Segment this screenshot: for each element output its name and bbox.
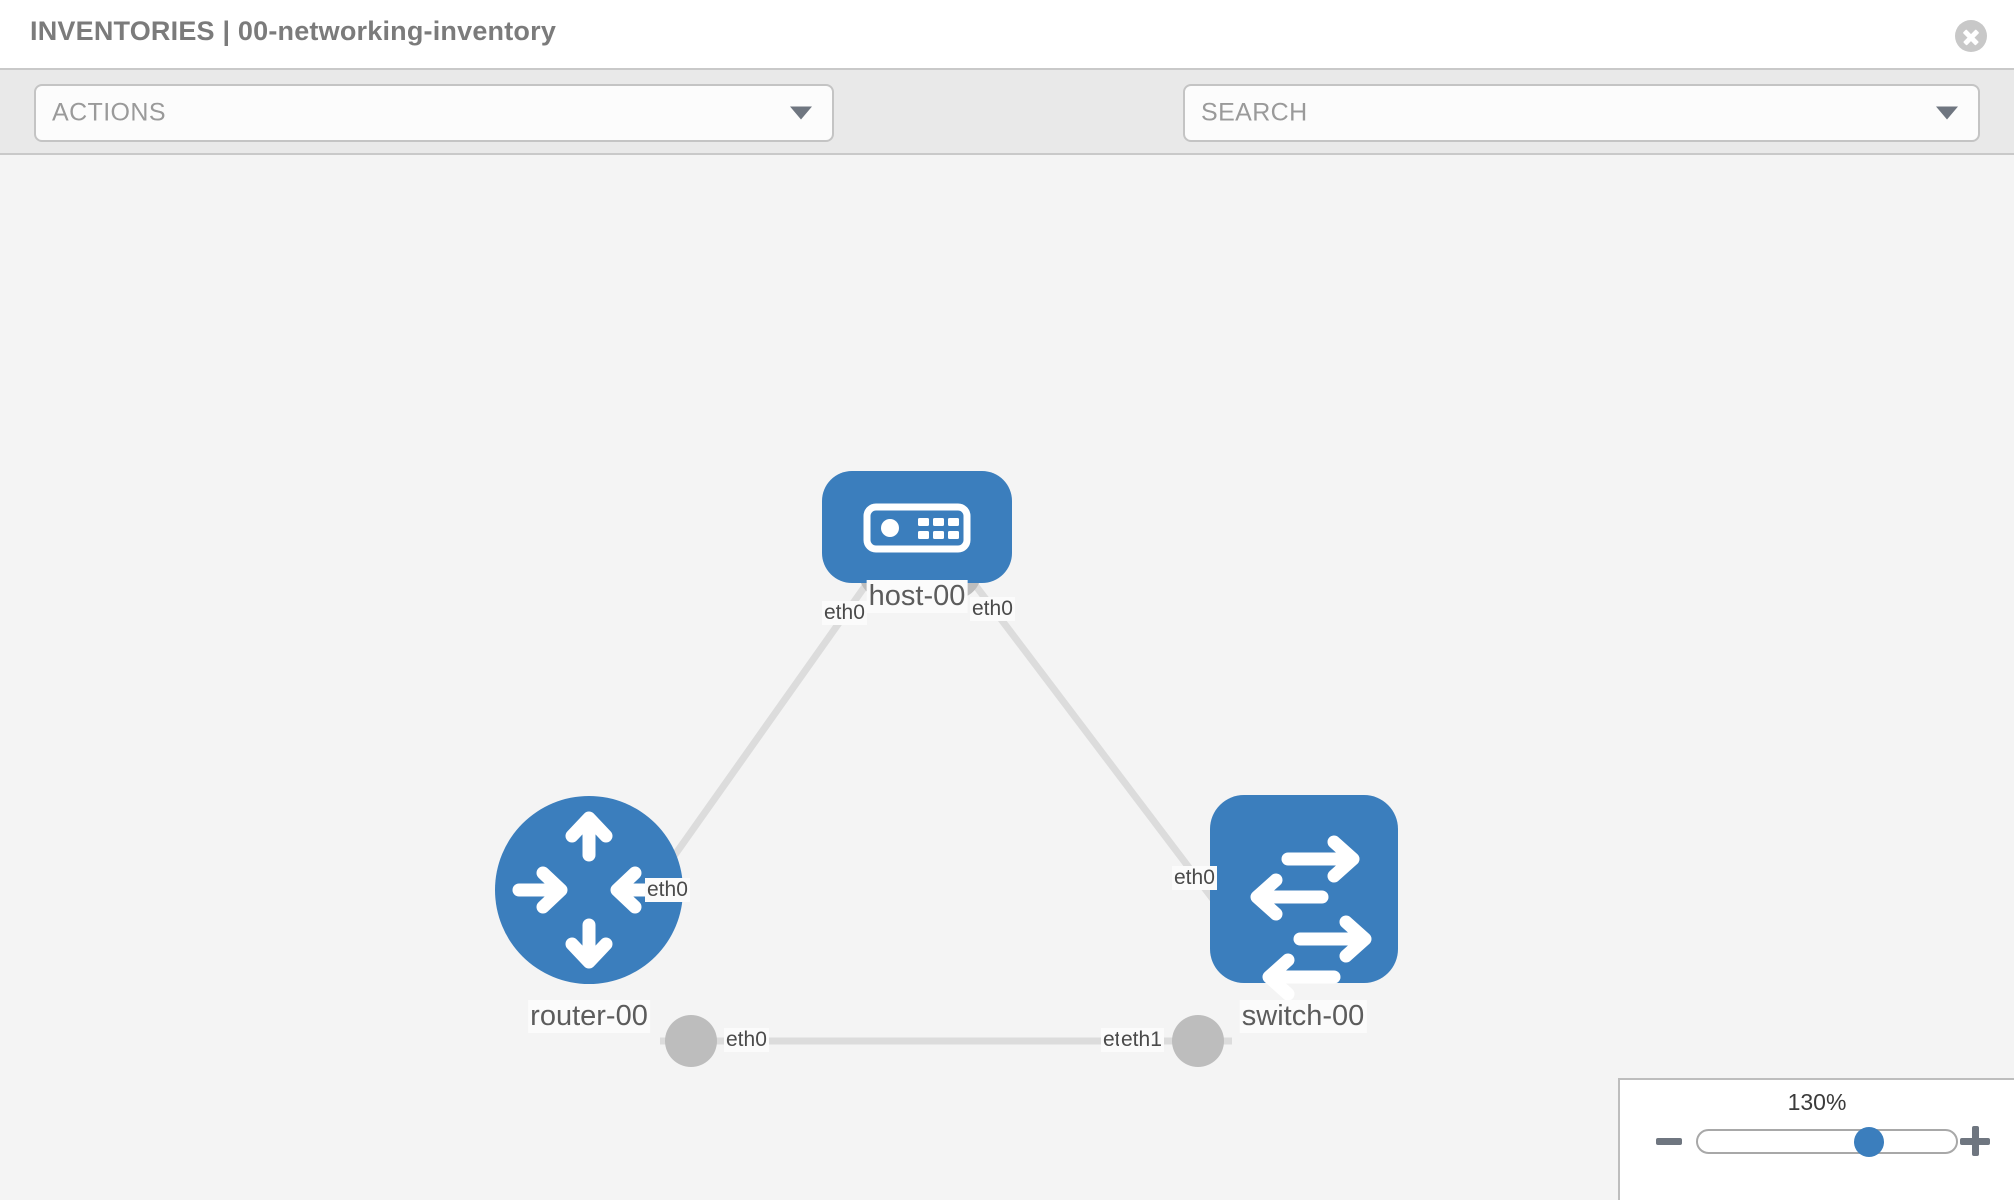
topology-canvas[interactable]: host-00 router-00 switch-00 eth0 eth0 et…	[0, 155, 2014, 1200]
actions-dropdown-label: ACTIONS	[52, 98, 166, 127]
node-switch-00[interactable]	[1210, 795, 1398, 1001]
zoom-out-button[interactable]	[1656, 1138, 1682, 1145]
topology-graph[interactable]	[0, 155, 2014, 1200]
node-host-00[interactable]	[822, 471, 1012, 583]
chevron-down-icon	[1936, 106, 1958, 120]
interface-label: eth0	[724, 1028, 769, 1052]
zoom-control-panel: 130%	[1618, 1078, 2014, 1200]
connector-dot	[1172, 1015, 1224, 1067]
node-router-00[interactable]	[495, 796, 683, 984]
interface-label: eth0	[1172, 866, 1217, 890]
chevron-down-icon	[790, 106, 812, 120]
topology-links	[647, 562, 1243, 1045]
zoom-level-value: 130%	[1787, 1089, 1847, 1115]
node-label-router-00: router-00	[528, 1000, 650, 1033]
connector-dot	[665, 1015, 717, 1067]
search-input[interactable]: SEARCH	[1201, 98, 1308, 127]
interface-label: eth0	[645, 878, 690, 902]
interface-label: eth0	[822, 601, 867, 625]
node-label-host-00: host-00	[866, 580, 968, 613]
actions-dropdown[interactable]: ACTIONS	[34, 84, 834, 142]
router-icon	[512, 811, 666, 969]
toolbar: ACTIONS SEARCH	[0, 68, 2014, 206]
page-header: INVENTORIES | 00-networking-inventory	[0, 0, 2014, 68]
server-icon	[863, 503, 971, 553]
zoom-slider-track[interactable]	[1696, 1129, 1958, 1154]
zoom-in-button[interactable]	[1960, 1126, 1990, 1156]
node-label-switch-00: switch-00	[1239, 1000, 1367, 1033]
page-title: INVENTORIES | 00-networking-inventory	[30, 16, 557, 46]
interface-label: eth0	[970, 597, 1015, 621]
switch-icon	[1250, 835, 1372, 1001]
close-icon[interactable]	[1955, 20, 1987, 52]
interface-label: eth1	[1119, 1028, 1164, 1052]
zoom-slider-thumb[interactable]	[1853, 1127, 1884, 1157]
search-dropdown[interactable]: SEARCH	[1183, 84, 1980, 142]
topology-connectors	[665, 547, 1264, 1067]
